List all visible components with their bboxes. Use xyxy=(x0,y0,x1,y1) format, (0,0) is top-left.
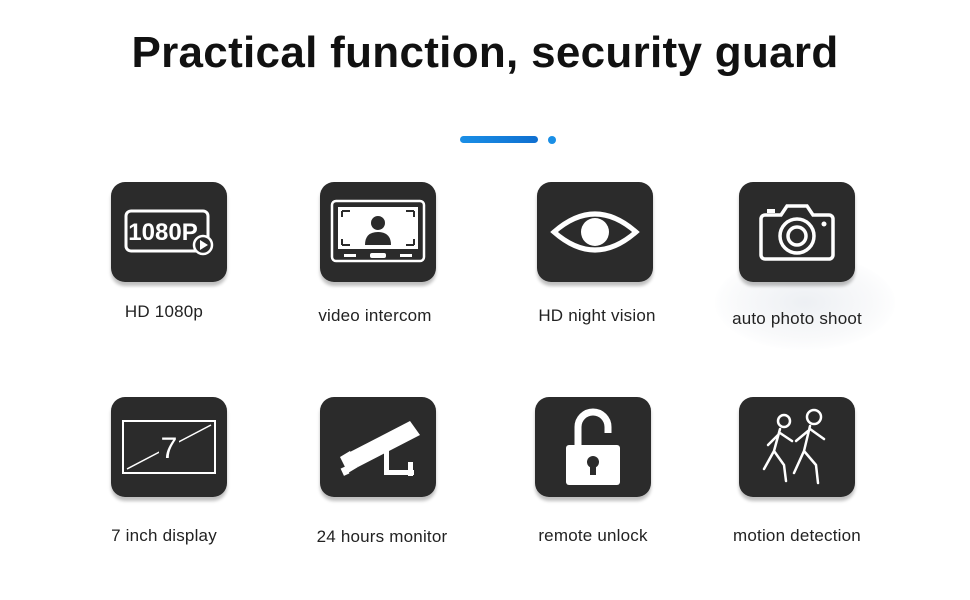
camera-icon xyxy=(759,204,835,261)
hd-1080p-icon: 1080P xyxy=(124,209,214,256)
feature-tile-hd-1080p: 1080P xyxy=(111,182,227,282)
video-intercom-icon xyxy=(330,199,426,263)
title-underline-dot xyxy=(548,135,556,144)
feature-label-video-intercom: video intercom xyxy=(318,306,432,325)
eye-icon xyxy=(550,211,640,253)
feature-tile-photo-shoot xyxy=(739,182,855,282)
feature-label-motion-detection: motion detection xyxy=(733,526,861,545)
feature-tile-7-inch-display: 7 xyxy=(111,397,227,497)
walking-people-icon xyxy=(762,408,826,485)
display-size-text: 7 xyxy=(161,432,178,465)
feature-tile-motion-detection xyxy=(739,397,855,497)
feature-label-night-vision: HD night vision xyxy=(538,306,656,325)
feature-label-24-hours-monitor: 24 hours monitor xyxy=(316,527,448,546)
feature-tile-video-intercom xyxy=(320,182,436,282)
title-underline-bar xyxy=(460,136,538,143)
feature-tile-night-vision xyxy=(537,182,653,282)
feature-tile-24-hours-monitor xyxy=(320,397,436,497)
feature-tile-remote-unlock xyxy=(535,397,651,497)
feature-label-photo-shoot: auto photo shoot xyxy=(732,309,862,328)
display-icon: 7 xyxy=(122,420,216,474)
feature-label-7-inch-display: 7 inch display xyxy=(111,526,217,545)
page-title: Practical function, security guard xyxy=(131,28,839,77)
feature-label-hd-1080p: HD 1080p xyxy=(124,302,204,321)
hd-badge-text: 1080P xyxy=(128,219,197,246)
cctv-camera-icon xyxy=(340,421,420,476)
feature-label-remote-unlock: remote unlock xyxy=(538,526,648,545)
unlocked-padlock-icon xyxy=(566,408,620,485)
